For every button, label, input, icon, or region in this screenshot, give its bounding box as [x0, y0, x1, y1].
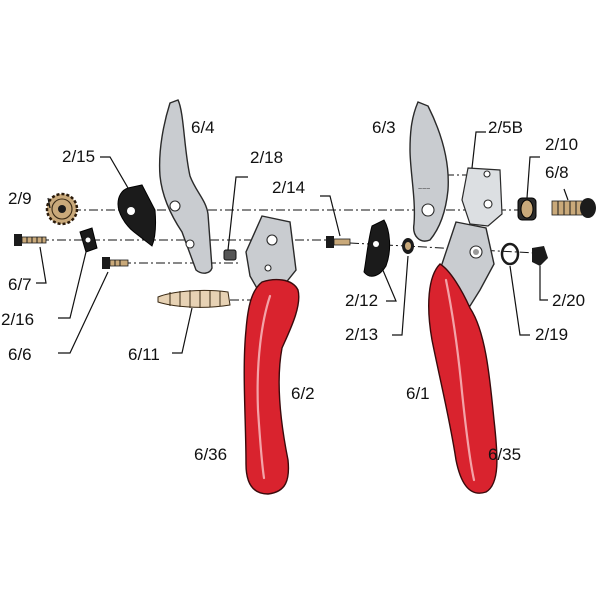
label-6-11: 6/11: [128, 345, 160, 364]
part-2-13-washer: [402, 238, 414, 254]
part-6-2-lower-handle: [243, 215, 300, 495]
label-2-5B: 2/5B: [488, 118, 523, 137]
label-6-4: 6/4: [191, 118, 215, 137]
part-6-3-upper-blade: ~~~: [409, 101, 449, 242]
part-labels: 6/4 2/15 2/18 2/9 2/14 6/7 2/16 6/6 6/11…: [1, 118, 585, 464]
label-2-19: 2/19: [535, 325, 568, 344]
label-6-35: 6/35: [488, 445, 521, 464]
label-6-8: 6/8: [545, 163, 569, 182]
label-6-36: 6/36: [194, 445, 227, 464]
label-6-1: 6/1: [406, 384, 430, 403]
label-2-9: 2/9: [8, 189, 32, 208]
part-2-12-hook: [363, 219, 391, 277]
label-2-12: 2/12: [345, 291, 378, 310]
part-2-14-screw: [326, 236, 351, 248]
label-2-20: 2/20: [552, 291, 585, 310]
label-2-13: 2/13: [345, 325, 378, 344]
part-2-9-gear: [45, 192, 79, 226]
part-6-11-spring: [157, 289, 231, 308]
label-6-6: 6/6: [8, 345, 32, 364]
part-6-7-screw: [14, 234, 47, 246]
part-2-5B-cam: [461, 167, 503, 227]
part-2-20-nut: [532, 246, 548, 266]
part-6-1-lower-handle: [428, 221, 498, 494]
part-2-10-bushing: [517, 197, 537, 221]
leader-lines: [36, 131, 569, 354]
part-2-18-nut: [223, 249, 237, 261]
part-6-6-screw: [102, 257, 129, 269]
part-6-8-screw: [551, 198, 596, 218]
label-2-15: 2/15: [62, 147, 95, 166]
label-6-7: 6/7: [8, 275, 32, 294]
svg-text:~~~: ~~~: [418, 186, 430, 193]
label-6-3: 6/3: [372, 118, 396, 137]
part-6-4-upper-blade: [158, 99, 213, 274]
label-2-16: 2/16: [1, 310, 34, 329]
part-2-19-ring: [500, 242, 520, 266]
label-2-18: 2/18: [250, 148, 283, 167]
part-2-16-latch: [79, 227, 98, 253]
label-2-14: 2/14: [272, 178, 305, 197]
label-6-2: 6/2: [291, 384, 315, 403]
part-2-15-cam-plate: [117, 184, 157, 247]
label-2-10: 2/10: [545, 135, 578, 154]
